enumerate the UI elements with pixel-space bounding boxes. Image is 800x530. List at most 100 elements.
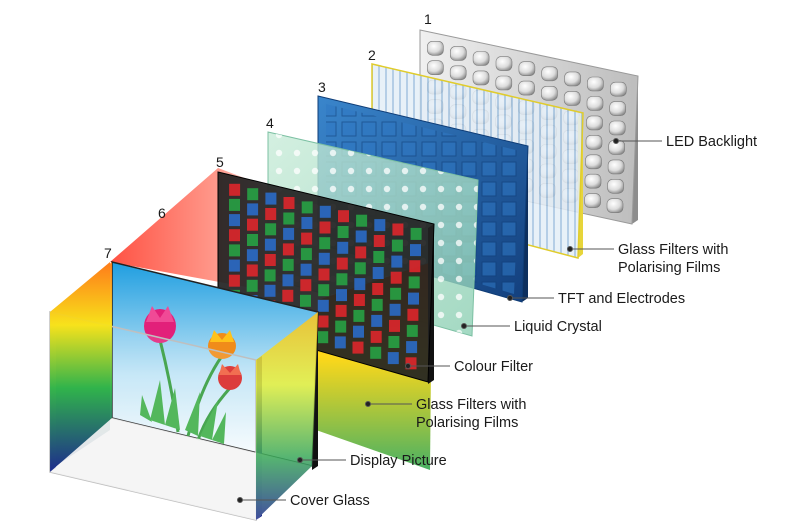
led-bulb xyxy=(606,198,624,213)
colour-filter-pixel xyxy=(247,234,258,246)
colour-filter-pixel xyxy=(352,341,364,354)
colour-filter-pixel xyxy=(300,294,311,307)
colour-filter-pixel xyxy=(282,243,294,256)
grass-leaves xyxy=(140,380,226,444)
colour-filter-pixel xyxy=(247,188,259,201)
led-bulb xyxy=(586,96,604,111)
colour-filter-pixel xyxy=(390,287,402,300)
colour-filter-pixel xyxy=(318,268,330,281)
colour-filter-pixel xyxy=(408,292,419,305)
colour-filter-pixel xyxy=(300,248,312,261)
cover-glass-rainbow-bottom xyxy=(50,418,312,520)
led-bulb xyxy=(585,154,602,170)
colour-filter-pixel xyxy=(246,279,258,292)
colour-filter-pixel xyxy=(355,230,367,243)
colour-filter-pixel xyxy=(335,320,347,333)
colour-filter-pixel xyxy=(283,212,295,225)
cover-glass-rainbow-left xyxy=(50,262,112,472)
colour-filter-pixel xyxy=(264,269,276,282)
tulip-orange xyxy=(208,330,236,359)
label-glass-filters-front-2: Polarising Films xyxy=(416,415,518,431)
colour-filter-pixel xyxy=(391,255,403,268)
led-bulb xyxy=(607,179,624,194)
colour-filter-pixel xyxy=(356,214,368,227)
led-bulb xyxy=(587,76,604,92)
led-bulb xyxy=(495,75,513,91)
led-bulb xyxy=(495,56,513,71)
colour-filter-pixel xyxy=(371,298,383,311)
colour-filter-pixel xyxy=(406,341,418,354)
colour-filter-pixel xyxy=(301,217,313,229)
colour-filter-pixel xyxy=(318,284,330,297)
colour-filter-pixel xyxy=(301,201,313,214)
colour-filter-pixel xyxy=(264,254,276,266)
colour-filter-pixel xyxy=(319,205,331,218)
colour-filter-pixel xyxy=(319,221,331,234)
colour-filter-pixel xyxy=(372,283,384,295)
label-tft: TFT and Electrodes xyxy=(558,291,685,307)
layer-number-3: 3 xyxy=(318,79,326,95)
led-bulb xyxy=(563,91,581,106)
colour-filter-pixel xyxy=(247,218,258,231)
led-bulb xyxy=(449,65,467,81)
label-glass-filters-front-1: Glass Filters with xyxy=(416,397,526,413)
colour-filter-pixel xyxy=(336,273,348,286)
label-glass-filters-back-1: Glass Filters with xyxy=(618,242,728,258)
colour-filter-pixel xyxy=(373,251,385,263)
label-colour-filter: Colour Filter xyxy=(454,359,533,375)
colour-filter-pixel xyxy=(228,274,240,287)
colour-filter-pixel xyxy=(300,279,312,292)
layer-number-labels: 1 2 3 4 5 6 7 xyxy=(104,11,432,261)
colour-filter-pixel xyxy=(336,289,347,302)
colour-filter-pixel xyxy=(388,336,400,348)
colour-filter-pixel xyxy=(370,330,382,343)
colour-filter-pixel xyxy=(410,227,422,240)
led-bulb xyxy=(449,46,467,61)
colour-filter-pixel xyxy=(300,263,312,276)
colour-filter-pixel xyxy=(229,198,240,211)
layer-number-5: 5 xyxy=(216,154,224,170)
colour-filter-pixel xyxy=(372,267,384,279)
led-bulb xyxy=(608,120,626,136)
colour-filter-pixel xyxy=(319,237,331,250)
layer-number-7: 7 xyxy=(104,245,112,261)
colour-filter-pixel xyxy=(317,299,329,312)
colour-filter-pixel xyxy=(370,346,382,359)
led-bulb xyxy=(518,80,535,96)
layer-number-6: 6 xyxy=(158,205,166,221)
layer-cover-glass xyxy=(49,262,318,521)
colour-filter-pixel xyxy=(317,315,329,328)
led-bulb xyxy=(609,101,627,116)
colour-filter-pixel xyxy=(301,232,313,245)
colour-filter-pixel xyxy=(409,260,421,273)
colour-filter-pixel xyxy=(317,331,329,344)
colour-filter-pixel xyxy=(407,308,419,321)
led-bulb xyxy=(472,51,490,66)
colour-filter-pixel xyxy=(406,324,418,337)
colour-filter-pixel xyxy=(246,264,258,277)
colour-filter-pixel xyxy=(318,252,330,265)
colour-filter-pixel xyxy=(247,203,259,216)
label-liquid-crystal: Liquid Crystal xyxy=(514,319,602,335)
colour-filter-pixel xyxy=(353,309,365,322)
colour-filter-pixel xyxy=(229,229,240,242)
led-bulb xyxy=(518,61,536,77)
layer-number-4: 4 xyxy=(266,115,274,131)
colour-filter-pixel xyxy=(229,183,241,196)
colour-filter-pixel xyxy=(264,238,276,251)
colour-filter-pixel xyxy=(408,276,420,289)
label-glass-filters-back-2: Polarising Films xyxy=(618,260,720,276)
colour-filter-pixel xyxy=(265,192,277,205)
callout-lines xyxy=(237,138,662,503)
led-bulb xyxy=(427,40,444,56)
callout-labels: LED Backlight Glass Filters with Polaris… xyxy=(290,134,757,509)
led-bulb xyxy=(427,60,444,76)
colour-filter-pixel xyxy=(335,304,347,317)
colour-filter-pixel xyxy=(337,241,349,254)
colour-filter-pixel xyxy=(392,223,404,236)
colour-filter-pixel xyxy=(264,284,276,297)
colour-filter-pixel xyxy=(371,314,383,327)
colour-filter-pixel xyxy=(229,214,240,227)
colour-filter-pixel xyxy=(354,262,366,275)
